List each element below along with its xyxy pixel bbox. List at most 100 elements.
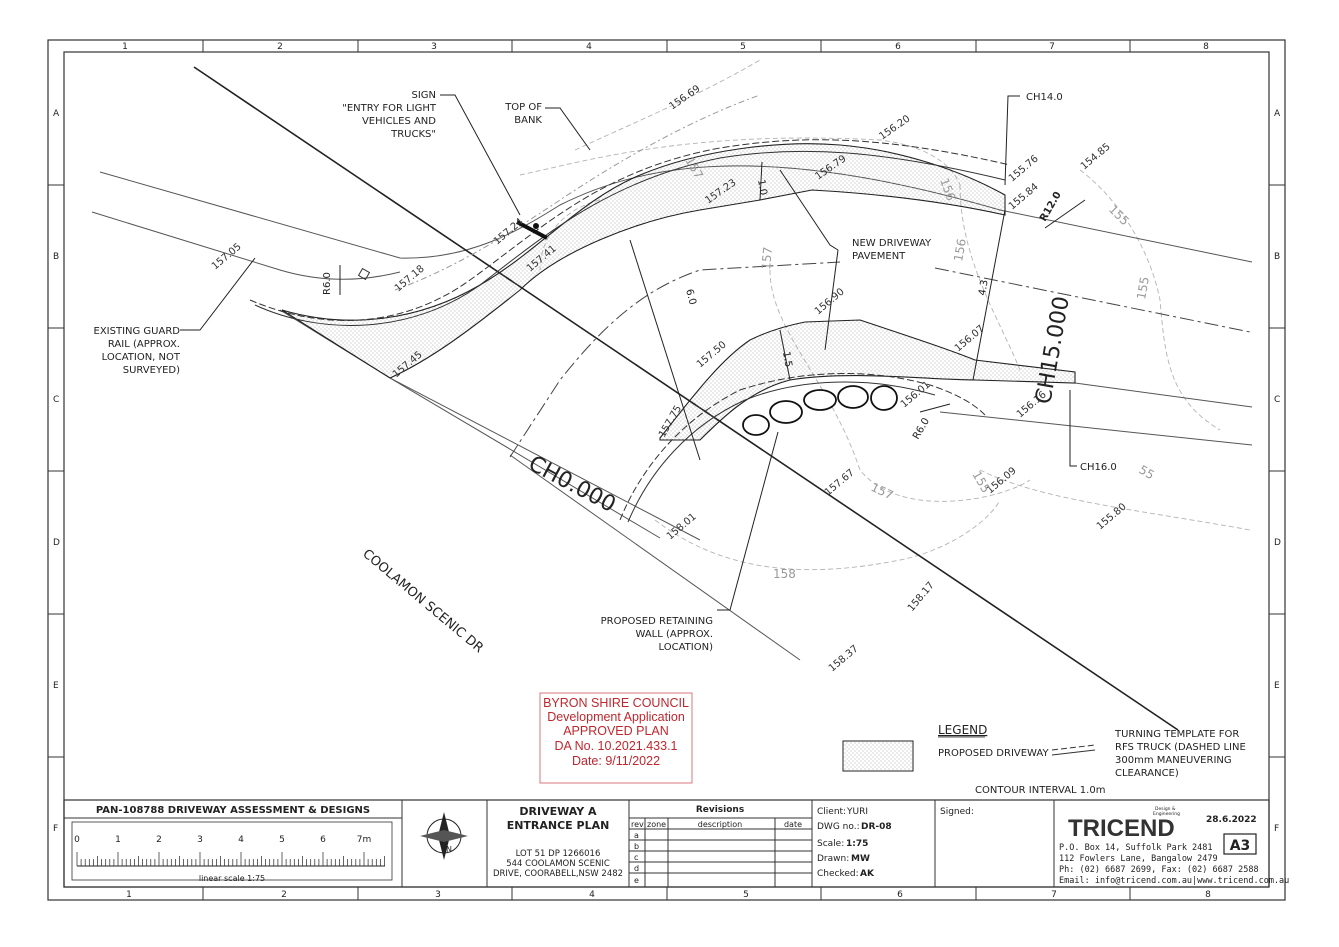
project-title: PAN-108788 DRIVEWAY ASSESSMENT & DESIGNS bbox=[96, 805, 370, 816]
col-label: 1 bbox=[126, 890, 132, 900]
client-label: Client: bbox=[817, 807, 846, 817]
lot-info: DRIVE, COORABELL,NSW 2482 bbox=[493, 869, 623, 879]
contour-label: 158 bbox=[773, 567, 796, 581]
drawing-date: 28.6.2022 bbox=[1206, 815, 1257, 825]
signed-label: Signed: bbox=[940, 807, 974, 817]
new-driveway-label: PAVEMENT bbox=[852, 251, 906, 262]
leaders bbox=[180, 94, 1086, 611]
rev-header: zone bbox=[647, 820, 666, 829]
dim-label: 1.0 bbox=[755, 179, 769, 197]
sign-label: VEHICLES AND bbox=[362, 116, 436, 127]
row-label: E bbox=[1274, 681, 1280, 691]
rev-row: e bbox=[634, 876, 639, 885]
spot-level: 156.20 bbox=[877, 113, 912, 142]
lot-info: LOT 51 DP 1266016 bbox=[516, 849, 601, 859]
scale-numbers: 0 1 2 3 4 5 6 7m bbox=[74, 835, 371, 845]
legend-turning-label: RFS TRUCK (DASHED LINE bbox=[1115, 742, 1246, 753]
spot-level: 156.69 bbox=[667, 83, 702, 112]
row-label: D bbox=[1274, 538, 1281, 548]
ch14-label: CH14.0 bbox=[1026, 92, 1063, 103]
top-of-bank-label: TOP OF bbox=[504, 102, 542, 113]
spot-level: 156.01 bbox=[899, 379, 933, 410]
row-label: F bbox=[53, 824, 58, 834]
sign-post bbox=[533, 223, 539, 229]
scale-number: 6 bbox=[320, 835, 326, 845]
lot-info: 544 COOLAMON SCENIC bbox=[506, 859, 610, 869]
row-label: B bbox=[1274, 252, 1280, 262]
row-label: A bbox=[53, 109, 60, 119]
dwg-value: DR-08 bbox=[861, 822, 892, 832]
row-label: C bbox=[1274, 395, 1280, 405]
col-label: 6 bbox=[897, 890, 903, 900]
scale-number: 5 bbox=[279, 835, 285, 845]
spot-level: 158.37 bbox=[827, 643, 861, 674]
contour-interval: CONTOUR INTERVAL 1.0m bbox=[975, 785, 1105, 796]
ch16-label: CH16.0 bbox=[1080, 462, 1117, 473]
scale-number: 7m bbox=[357, 835, 372, 845]
row-label: A bbox=[1274, 109, 1281, 119]
rev-row: b bbox=[634, 842, 639, 851]
legend-driveway-label: PROPOSED DRIVEWAY bbox=[938, 748, 1049, 759]
scale-value: 1:75 bbox=[846, 839, 868, 849]
contour-label: 55 bbox=[1137, 462, 1157, 482]
spot-level: 155.80 bbox=[1095, 501, 1129, 532]
top-of-bank-label: BANK bbox=[514, 115, 542, 126]
dim-label: 4.3 bbox=[977, 279, 991, 297]
svg-text:N: N bbox=[446, 845, 452, 854]
col-label: 6 bbox=[895, 42, 901, 52]
contour-label: 155 bbox=[1134, 276, 1152, 301]
turning-template-solid bbox=[254, 150, 1006, 523]
scale-label: Scale: bbox=[817, 839, 844, 849]
col-label: 7 bbox=[1051, 890, 1057, 900]
wall-stone bbox=[769, 400, 803, 424]
drawing-title: ENTRANCE PLAN bbox=[507, 819, 610, 832]
col-label: 4 bbox=[586, 42, 592, 52]
north-arrow-icon: N bbox=[420, 812, 468, 860]
guard-rail-label: SURVEYED) bbox=[123, 365, 180, 376]
wall-stone bbox=[742, 414, 770, 436]
alignment-lines bbox=[509, 261, 1251, 458]
sheet-size: A3 bbox=[1230, 838, 1251, 854]
wall-stone bbox=[837, 385, 869, 409]
contour-label: 157 bbox=[869, 480, 896, 502]
spot-level: 154.85 bbox=[1079, 141, 1113, 172]
boundary-line bbox=[193, 66, 1179, 731]
col-label: 7 bbox=[1049, 42, 1055, 52]
address: 112 Fowlers Lane, Bangalow 2479 bbox=[1059, 854, 1218, 864]
col-label: 3 bbox=[435, 890, 441, 900]
sign-label: TRUCKS" bbox=[390, 129, 436, 140]
retaining-wall bbox=[742, 385, 898, 436]
checked-value: AK bbox=[860, 869, 875, 879]
company-tag: Design & bbox=[1155, 806, 1176, 812]
rev-header: date bbox=[784, 820, 802, 829]
stamp-line: Development Application bbox=[547, 710, 685, 724]
scale-number: 2 bbox=[156, 835, 162, 845]
legend-turning-label: CLEARANCE) bbox=[1115, 768, 1179, 779]
scale-number: 3 bbox=[197, 835, 203, 845]
spot-level: 156.07 bbox=[953, 323, 987, 354]
driveway-pavement-lower bbox=[659, 319, 1076, 441]
sign-symbol bbox=[516, 220, 548, 240]
stamp-line: APPROVED PLAN bbox=[563, 724, 669, 738]
stamp-line: DA No. 10.2021.433.1 bbox=[554, 739, 677, 753]
rev-row: c bbox=[634, 853, 638, 862]
legend-turning-label: TURNING TEMPLATE FOR bbox=[1114, 729, 1239, 740]
col-label: 2 bbox=[277, 42, 283, 52]
checked-label: Checked: bbox=[817, 869, 859, 879]
row-label: B bbox=[53, 252, 59, 262]
legend-driveway-swatch bbox=[842, 740, 914, 772]
dim-label: 1.5 bbox=[780, 351, 794, 369]
retaining-wall-label: LOCATION) bbox=[659, 642, 714, 653]
scale-number: 1 bbox=[115, 835, 121, 845]
chainage-ch0: CH0.000 bbox=[524, 451, 620, 518]
rev-row: d bbox=[634, 864, 639, 873]
client-value: YURI bbox=[846, 807, 868, 817]
guard-rail-label: LOCATION, NOT bbox=[102, 352, 181, 363]
contour-lines bbox=[519, 59, 1251, 571]
col-label: 5 bbox=[740, 42, 746, 52]
grid-dividers bbox=[48, 40, 1285, 900]
col-label: 5 bbox=[743, 890, 749, 900]
col-label: 4 bbox=[589, 890, 595, 900]
wall-stone bbox=[870, 385, 898, 411]
